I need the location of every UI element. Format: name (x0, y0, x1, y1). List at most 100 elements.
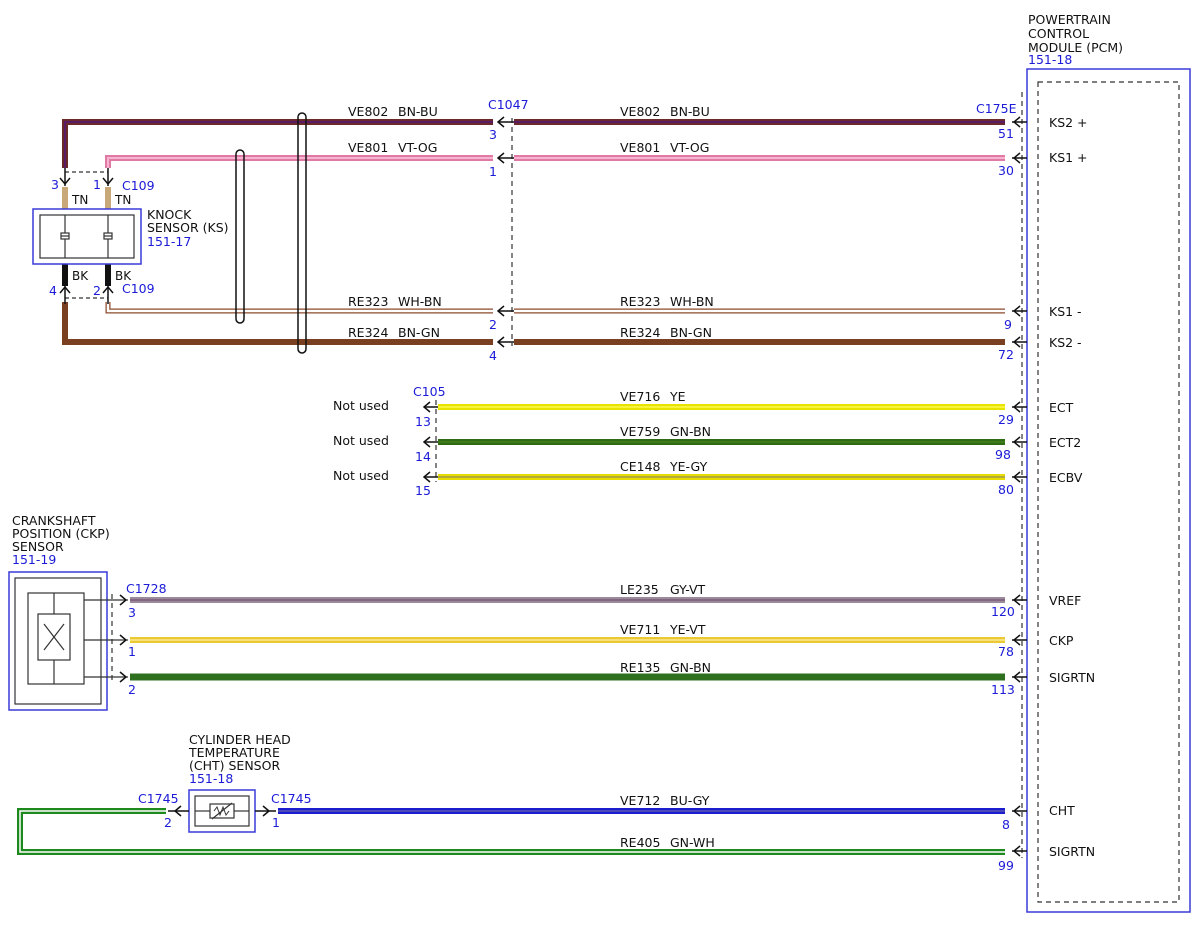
wire-circuit: RE324 (620, 325, 660, 340)
twist-marker (235, 149, 245, 324)
wire-circuit: VE716 (620, 389, 660, 404)
c109-label-bottom: C109 (122, 281, 155, 296)
pcm-pin-name: CHT (1049, 803, 1075, 818)
pcm-pin-number: 72 (998, 347, 1014, 362)
wire-circuit: RE323 (348, 294, 388, 309)
pcm-pin-number: 80 (998, 482, 1014, 497)
c1047-pin: 3 (489, 127, 497, 142)
pin-arrow (1012, 401, 1027, 413)
tn-label: TN (71, 193, 88, 207)
wire-circuit: VE801 (348, 140, 388, 155)
pcm-pin-number: 30 (998, 163, 1014, 178)
pcm-pin-name: SIGRTN (1049, 670, 1095, 685)
ckp-sensor: CRANKSHAFT POSITION (CKP) SENSOR 151-19 … (8, 513, 1005, 711)
pcm-pin-names: KS2 + KS1 + KS1 - KS2 - ECT ECT2 ECBV VR… (1049, 115, 1095, 859)
pcm-pin-name: SIGRTN (1049, 844, 1095, 859)
pin-arrow (1012, 116, 1027, 128)
c105-pin: 14 (415, 449, 431, 464)
wire-color: BN-GN (670, 325, 712, 340)
pin-arrow (1012, 305, 1027, 317)
pin-arrow (1012, 336, 1027, 348)
c109-pin: 2 (93, 283, 101, 298)
ckp-body (27, 592, 85, 685)
pcm-title-2: CONTROL (1028, 26, 1089, 41)
pcm-pin-number: 98 (995, 447, 1011, 462)
pin-arrow (1012, 152, 1027, 164)
wire-color: WH-BN (670, 294, 714, 309)
pin-arrow (1012, 436, 1027, 448)
pcm-pin-name: ECT (1049, 400, 1074, 415)
c1047-pin: 1 (489, 164, 497, 179)
wire-circuit: RE135 (620, 660, 660, 675)
cht-sensor: CYLINDER HEAD TEMPERATURE (CHT) SENSOR 1… (17, 732, 1005, 855)
pcm-pin-number: 78 (998, 644, 1014, 659)
pin-arrow (1012, 634, 1027, 646)
wire-circuit: RE323 (620, 294, 660, 309)
pcm-pin-number: 8 (1002, 817, 1010, 832)
wire-circuit: VE802 (348, 104, 388, 119)
wire-ve801-left-tracer (107, 157, 493, 168)
c1728-pin: 2 (128, 682, 136, 697)
pin-arrow (1012, 845, 1027, 857)
ks-wire-labels: VE802 BN-BU VE802 BN-BU VE801 VT-OG VE80… (348, 104, 714, 340)
wire-ve801-left (105, 155, 493, 168)
wire-color: BN-GN (398, 325, 440, 340)
wire-color: GN-WH (670, 835, 715, 850)
c105-pin: 15 (415, 483, 431, 498)
pcm-pin-name: KS2 - (1049, 335, 1082, 350)
ckp-title-3: SENSOR (12, 539, 64, 554)
cht-title-3: (CHT) SENSOR (189, 758, 280, 773)
c109-pin: 4 (49, 283, 57, 298)
pcm-pin-number: 51 (998, 126, 1014, 141)
ks-title-2: SENSOR (KS) (147, 220, 229, 235)
c1745-label-left: C1745 (138, 791, 179, 806)
wire-color: GN-BN (670, 660, 711, 675)
bk-label: BK (115, 269, 132, 283)
ckp-ref: 151-19 (12, 552, 56, 567)
c175e-label: C175E (976, 101, 1017, 116)
wire-color: VT-OG (670, 140, 709, 155)
wire-color: BU-GY (670, 793, 710, 808)
wire-color: YE (669, 389, 686, 404)
wire-color: GN-BN (670, 424, 711, 439)
not-used-label: Not used (333, 468, 389, 483)
bk-lead (62, 264, 68, 286)
twist-marker (297, 112, 307, 354)
wire-circuit: VE712 (620, 793, 660, 808)
pcm-pin-number: 29 (998, 412, 1014, 427)
pcm-pin-number: 9 (1004, 317, 1012, 332)
pcm-pin-name: ECBV (1049, 470, 1083, 485)
ckp-outline (8, 571, 108, 711)
c1745-pin-left: 2 (164, 815, 172, 830)
tn-lead (62, 187, 68, 209)
wire-color: BN-BU (670, 104, 710, 119)
c1047-connector: C1047 3 1 2 4 (488, 97, 529, 363)
wire-circuit: VE801 (620, 140, 660, 155)
c1047-pin: 2 (489, 317, 497, 332)
pcm-pin-number: 120 (991, 604, 1015, 619)
pin-arrow (1012, 671, 1027, 683)
wire-circuit: VE802 (620, 104, 660, 119)
wire-color: GY-VT (670, 582, 706, 597)
knock-sensor: 3 1 C109 4 2 C109 TN TN BK BK KNOCK SENS… (32, 168, 229, 304)
ks-title-1: KNOCK (147, 207, 192, 222)
c109-pin: 1 (93, 177, 101, 192)
pcm-pin-name: VREF (1049, 593, 1081, 608)
pcm-module: POWERTRAIN CONTROL MODULE (PCM) 151-18 C… (976, 12, 1191, 913)
pcm-pin-arrows (1012, 116, 1027, 857)
c105-pin: 13 (415, 414, 431, 429)
pcm-pin-number: 99 (998, 858, 1014, 873)
pcm-pin-name: KS1 - (1049, 304, 1082, 319)
wire-circuit: RE324 (348, 325, 388, 340)
bk-label: BK (72, 269, 89, 283)
ks-outline (32, 208, 142, 265)
c1047-label: C1047 (488, 97, 529, 112)
c109-pin: 3 (51, 177, 59, 192)
pcm-title-3: MODULE (PCM) (1028, 40, 1123, 55)
pcm-pin-number: 113 (991, 682, 1015, 697)
pcm-ref: 151-18 (1028, 52, 1072, 67)
pcm-pin-name: KS2 + (1049, 115, 1088, 130)
wire-color: YE-VT (669, 622, 706, 637)
pcm-inner-dashed (1037, 81, 1180, 903)
c105-label: C105 (413, 384, 446, 399)
